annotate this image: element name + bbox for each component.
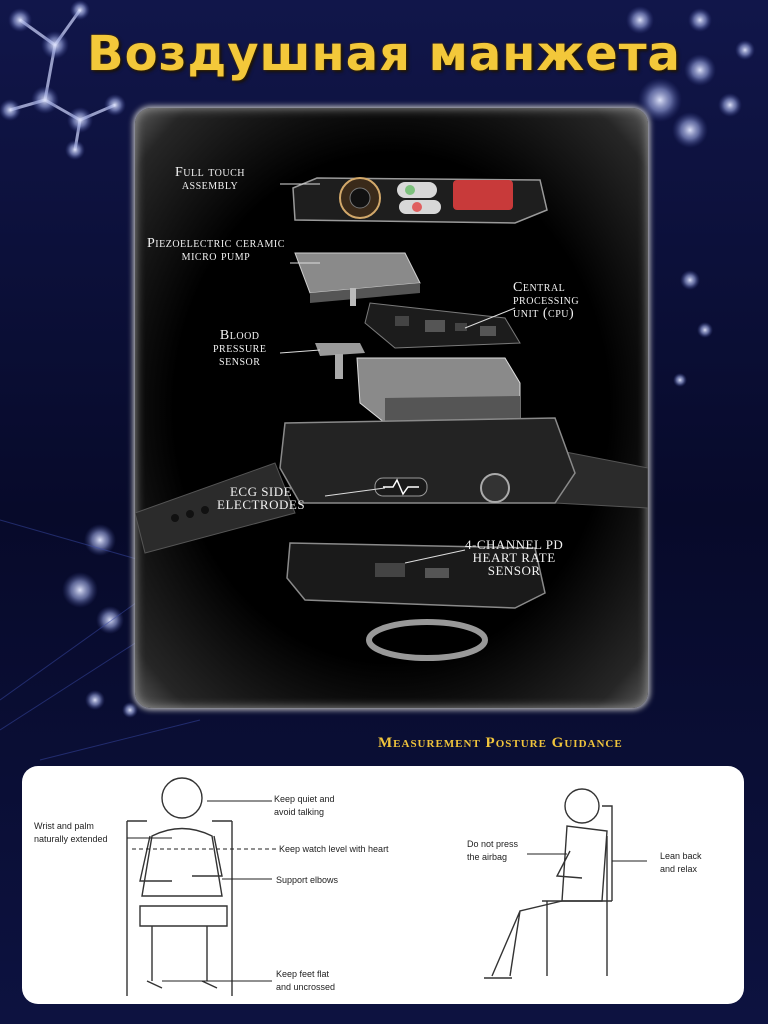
seated-front-figure-icon <box>126 777 233 996</box>
label-airbag: Do not press the airbag <box>467 838 518 864</box>
label-line: Wrist and palm <box>34 821 94 831</box>
cpu-board-icon <box>364 302 521 349</box>
label-line: assembly <box>181 178 239 193</box>
label-line: Lean back <box>660 851 702 861</box>
label-wrist-palm: Wrist and palm naturally extended <box>34 820 108 846</box>
posture-illustration <box>126 777 647 996</box>
posture-guidance-title: Measurement Posture Guidance <box>378 735 623 751</box>
label-line: ELECTRODES <box>217 497 306 512</box>
label-line: and uncrossed <box>276 982 336 992</box>
seated-side-figure-icon <box>484 788 613 979</box>
posture-guidance-card: Keep quiet and avoid talking Wrist and p… <box>22 766 744 1004</box>
micro-pump-icon <box>294 252 421 306</box>
touch-display-icon <box>292 177 548 224</box>
label-line: sensor <box>219 354 261 369</box>
label-watch-level: Keep watch level with heart <box>279 844 389 854</box>
watch-exploded-illustration <box>135 177 648 661</box>
label-line: Blood <box>219 328 260 343</box>
label-line: HEART RATE <box>472 550 556 565</box>
exploded-view-panel: Full touch assembly Piezoelectric cerami… <box>135 108 648 708</box>
label-keep-quiet: Keep quiet and avoid talking <box>274 793 335 819</box>
label-line: Keep quiet and <box>274 794 335 804</box>
label-line: Keep feet flat <box>276 969 330 979</box>
label-line: processing <box>513 293 580 308</box>
label-line: pressure <box>213 341 267 356</box>
label-full-touch: Full touch assembly <box>175 165 245 193</box>
label-line: avoid talking <box>274 807 325 817</box>
page-title: Воздушная манжета <box>87 26 681 82</box>
label-line: Full touch <box>175 165 245 180</box>
label-line: unit (cpu) <box>513 306 575 321</box>
label-line: Piezoelectric ceramic <box>147 236 285 251</box>
label-micro-pump: Piezoelectric ceramic micro pump <box>147 236 285 264</box>
battery-icon <box>356 357 521 424</box>
label-line: SENSOR <box>487 563 541 578</box>
guide-line-group <box>127 800 647 982</box>
label-cpu: Central processing unit (cpu) <box>513 280 580 321</box>
label-line: and relax <box>660 864 698 874</box>
label-line: naturally extended <box>34 834 108 844</box>
label-heart-rate: 4-CHANNEL PD HEART RATE SENSOR <box>465 538 563 577</box>
label-ecg: ECG SIDE ELECTRODES <box>217 485 305 511</box>
label-line: ECG SIDE <box>229 484 293 499</box>
heart-rate-module-icon <box>286 542 546 609</box>
label-line: Do not press <box>467 839 519 849</box>
label-line: the airbag <box>467 852 508 862</box>
label-lean-back: Lean back and relax <box>660 850 702 876</box>
label-line: 4-CHANNEL PD <box>465 537 564 552</box>
label-bp-sensor: Blood pressure sensor <box>213 328 267 369</box>
bp-sensor-icon <box>315 343 365 379</box>
label-line: micro pump <box>181 249 251 264</box>
label-support-elbows: Support elbows <box>276 875 339 885</box>
label-feet-flat: Keep feet flat and uncrossed <box>276 968 335 994</box>
sensor-ring-icon <box>366 619 488 661</box>
label-line: Central <box>513 280 566 295</box>
watch-case-icon <box>279 417 576 504</box>
